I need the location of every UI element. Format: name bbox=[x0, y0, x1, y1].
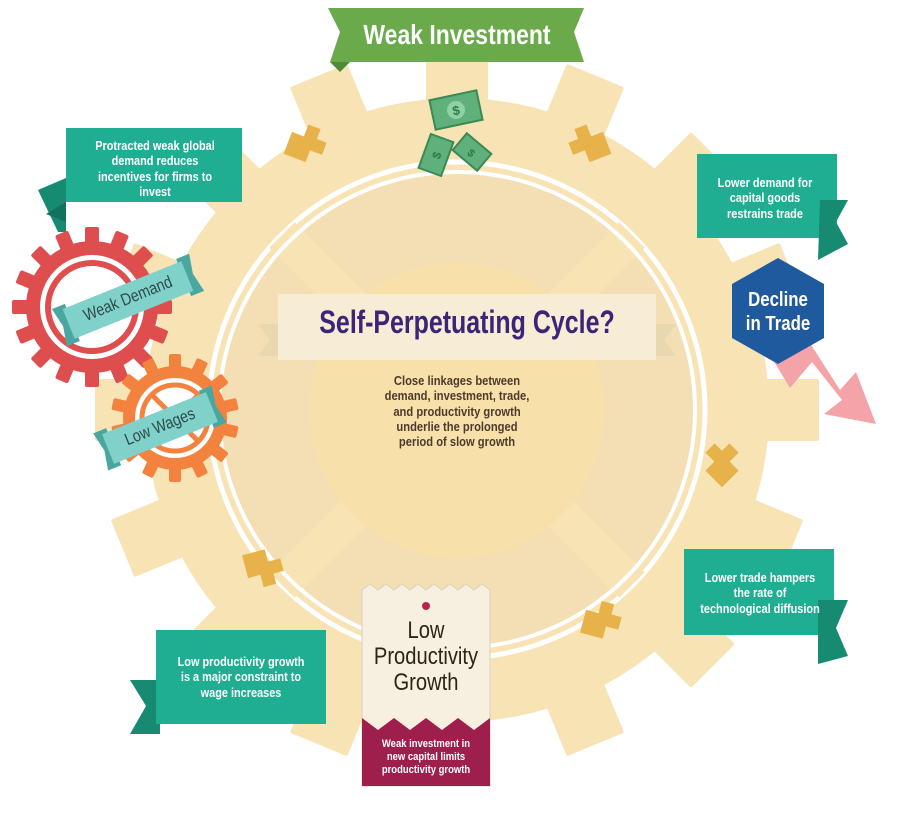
link-text-productivity-wages: Low productivity growth is a major const… bbox=[177, 654, 305, 700]
money-icon: $ $ $ bbox=[417, 89, 493, 178]
link-banner-productivity-wages bbox=[130, 630, 326, 734]
decline-in-trade-label: Decline in Trade bbox=[741, 289, 815, 336]
link-text-trade-productivity: Lower trade hampers the rate of technolo… bbox=[700, 570, 820, 616]
low-productivity-node bbox=[361, 583, 491, 787]
weak-investment-label: Weak Investment bbox=[363, 19, 551, 50]
page-title: Self-Perpetuating Cycle? bbox=[319, 304, 615, 340]
link-text-demand-investment: Protracted weak global demand reduces in… bbox=[95, 138, 215, 199]
decline-in-trade-line2: in Trade bbox=[745, 312, 811, 335]
pin-icon bbox=[422, 602, 430, 610]
low-productivity-line1: Low bbox=[407, 617, 445, 644]
chevron-bottom-right bbox=[580, 600, 622, 639]
low-productivity-note: Weak investment in new capital limits pr… bbox=[381, 738, 471, 776]
link-banner-trade-productivity bbox=[684, 549, 848, 664]
title-banner bbox=[258, 294, 676, 360]
center-description: Close linkages between demand, investmen… bbox=[384, 373, 530, 450]
svg-text:$: $ bbox=[429, 150, 445, 161]
low-productivity-label: Low Productivity Growth bbox=[372, 618, 480, 696]
low-productivity-line2: Productivity bbox=[373, 642, 479, 670]
decline-arrow-icon bbox=[770, 340, 876, 424]
low-wages-ribbon bbox=[93, 385, 227, 471]
link-text-investment-trade: Lower demand for capital goods restrains… bbox=[717, 175, 813, 221]
decline-in-trade-line1: Decline bbox=[748, 289, 808, 311]
chevron-right bbox=[705, 443, 739, 488]
chevron-bottom-left bbox=[242, 549, 284, 588]
low-productivity-line3: Growth bbox=[393, 668, 459, 696]
gear-tooth bbox=[763, 379, 819, 441]
link-banner-investment-trade bbox=[697, 154, 848, 260]
weak-investment-node bbox=[328, 8, 584, 72]
chevron-top-right bbox=[568, 124, 612, 163]
weak-demand-ribbon bbox=[51, 253, 205, 347]
link-banner-demand-investment bbox=[38, 128, 242, 232]
decline-in-trade-node bbox=[732, 258, 824, 364]
chevron-top-left bbox=[283, 124, 327, 163]
svg-text:$: $ bbox=[451, 102, 462, 118]
cycle-chevrons bbox=[242, 124, 739, 639]
